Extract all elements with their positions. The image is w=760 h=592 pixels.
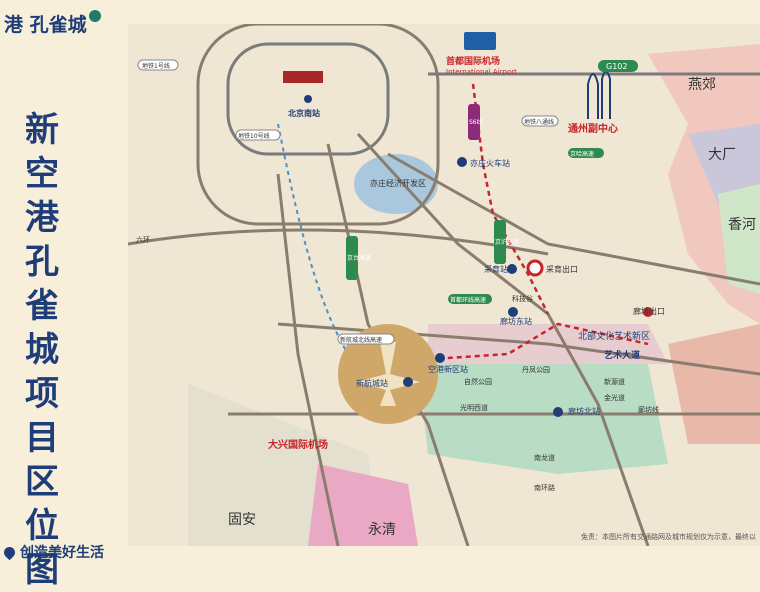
- jinguang-road-label: 金光道: [604, 393, 625, 402]
- subway1-badge-text: 地铁1号线: [142, 62, 170, 70]
- langfang-green-zone: [418, 364, 668, 474]
- beijing-south-station-icon: [304, 95, 312, 103]
- tiananmen-icon: [283, 71, 323, 83]
- art-area-label: 北部文化艺术新区: [578, 330, 650, 342]
- kejigu-label: 科技谷: [512, 294, 533, 303]
- caiyu-label: 采育站: [484, 264, 508, 274]
- jinghu-badge-text: 京沪高速: [495, 238, 519, 246]
- tongzhou-tower-icon: [587, 70, 611, 119]
- yongqing-label: 永清: [368, 522, 396, 538]
- g102-badge-text: G102: [606, 62, 627, 71]
- logo-text: 港 孔雀城: [4, 14, 87, 36]
- title-char: 区: [25, 462, 59, 502]
- s6-badge: [468, 104, 480, 140]
- langfang-line-label: 廊坊线: [638, 405, 659, 414]
- page-title: 新空港孔雀城项目区位图: [22, 108, 62, 592]
- capital-airport-en-label: International Airport: [446, 68, 517, 76]
- disclaimer: 免责：本图片所有交通路网及城市规划仅为示意，最终以: [581, 533, 756, 541]
- xinhangcheng-exp-badge: [337, 333, 395, 345]
- subway8-badge-text: 地铁八通线: [524, 118, 554, 126]
- title-char: 位: [25, 506, 59, 546]
- yanjiao-label: 燕郊: [688, 76, 716, 93]
- tongzhou-label: 通州副中心: [568, 122, 618, 135]
- title-char: 新: [25, 110, 59, 150]
- s6-badge-text: S6线: [469, 118, 483, 126]
- xinhangcheng-station-icon: [403, 377, 413, 387]
- location-map[interactable]: 首都国际机场 International Airport 大兴国际机场 燕郊 大…: [128, 24, 760, 546]
- title-char: 目: [25, 418, 59, 458]
- yongqing-region: [308, 464, 418, 546]
- xianghe-region: [718, 184, 760, 294]
- yizhuang-station-icon: [457, 157, 467, 167]
- art-road-label: 艺术大道: [604, 349, 640, 361]
- left-panel: 港 孔雀城 新空港孔雀城项目区位图 创造美好生活: [0, 0, 128, 590]
- subway10-badge-text: 地铁10号线: [238, 132, 270, 140]
- langfang-exit-icon: [643, 307, 653, 317]
- yizhuang-label: 亦庄经济开发区: [370, 178, 426, 188]
- sixth-ring-road: [128, 228, 549, 256]
- beijing-south-label: 北京南站: [288, 108, 320, 118]
- ziran-park-label: 自然公园: [464, 377, 492, 386]
- xinhangcheng-label: 新航城站: [356, 378, 388, 388]
- shoudu-exp-badge-text: 首都环线高速: [450, 296, 486, 304]
- dachang-region: [688, 124, 760, 204]
- shoudu-exp-badge: [448, 294, 492, 304]
- nanlong-road-label: 南龙道: [534, 453, 555, 462]
- langfang-east-label: 廊坊东站: [500, 316, 532, 326]
- title-char: 空: [25, 154, 59, 194]
- title-char: 孔: [25, 242, 59, 282]
- subway1-badge: [137, 59, 179, 71]
- location-pin-icon: [1, 544, 18, 561]
- kongang-station-icon: [435, 353, 445, 363]
- caiyu-exit-label: 采育出口: [546, 264, 578, 274]
- langfang-east-station-icon: [508, 307, 518, 317]
- subway8-badge: [521, 115, 559, 127]
- langfang-exit-label: 廊坊出口: [633, 306, 665, 316]
- yizhuang-fire-label: 亦庄火车站: [470, 158, 510, 168]
- slogan-text: 创造美好生活: [20, 545, 104, 561]
- xinhangcheng-exp-badge-text: 新航城北线高速: [340, 336, 382, 344]
- airplane-icon: [464, 32, 496, 50]
- title-char: 项: [25, 374, 59, 414]
- jingtai-badge: [346, 236, 358, 280]
- jingkai-highway: [276, 173, 340, 546]
- title-char: 城: [25, 330, 59, 370]
- dachang-label: 大厂: [708, 147, 736, 163]
- title-char: 雀: [25, 286, 59, 326]
- peacock-icon: [88, 10, 101, 22]
- ring-road-inner: [226, 42, 390, 156]
- jingtai-badge-text: 京台高速: [347, 254, 371, 262]
- slogan: 创造美好生活: [1, 542, 104, 562]
- caiyu-station-icon: [507, 264, 517, 274]
- langfang-north-label: 廊坊北站: [568, 406, 600, 416]
- brand-logo: 港 孔雀城: [4, 10, 101, 37]
- xianghe-label: 香河: [728, 217, 756, 233]
- langfang-north-station-icon: [553, 407, 563, 417]
- daxing-terminal-icon: [356, 342, 420, 406]
- caiyu-exit-icon: [526, 259, 544, 277]
- wuhuan-label: 六环: [136, 235, 150, 244]
- jingha-badge-text: 京哈高速: [570, 150, 594, 158]
- map-canvas: 首都国际机场 International Airport 大兴国际机场 燕郊 大…: [128, 24, 760, 546]
- xinyuan-road-label: 新源道: [604, 377, 625, 386]
- guangming-road-label: 光明西道: [460, 403, 488, 412]
- ring-road-outer: [196, 24, 440, 226]
- jiufang-park-label: 丹凤公园: [522, 366, 550, 374]
- capital-airport-label: 首都国际机场: [446, 55, 500, 67]
- guan-label: 固安: [228, 512, 256, 528]
- title-char: 港: [25, 198, 59, 238]
- east-pink-zone: [668, 324, 760, 444]
- subway10-badge: [235, 129, 281, 141]
- daxing-airport-label: 大兴国际机场: [268, 438, 328, 451]
- daxing-airport-rail: [277, 123, 349, 355]
- kongang-label: 空港新区站: [428, 364, 468, 374]
- jinghu-badge: [494, 220, 506, 264]
- nanhuan-road-label: 南环路: [534, 483, 555, 492]
- jingha-badge: [568, 148, 604, 158]
- jingha-highway: [387, 152, 760, 286]
- g102-badge: [598, 60, 638, 72]
